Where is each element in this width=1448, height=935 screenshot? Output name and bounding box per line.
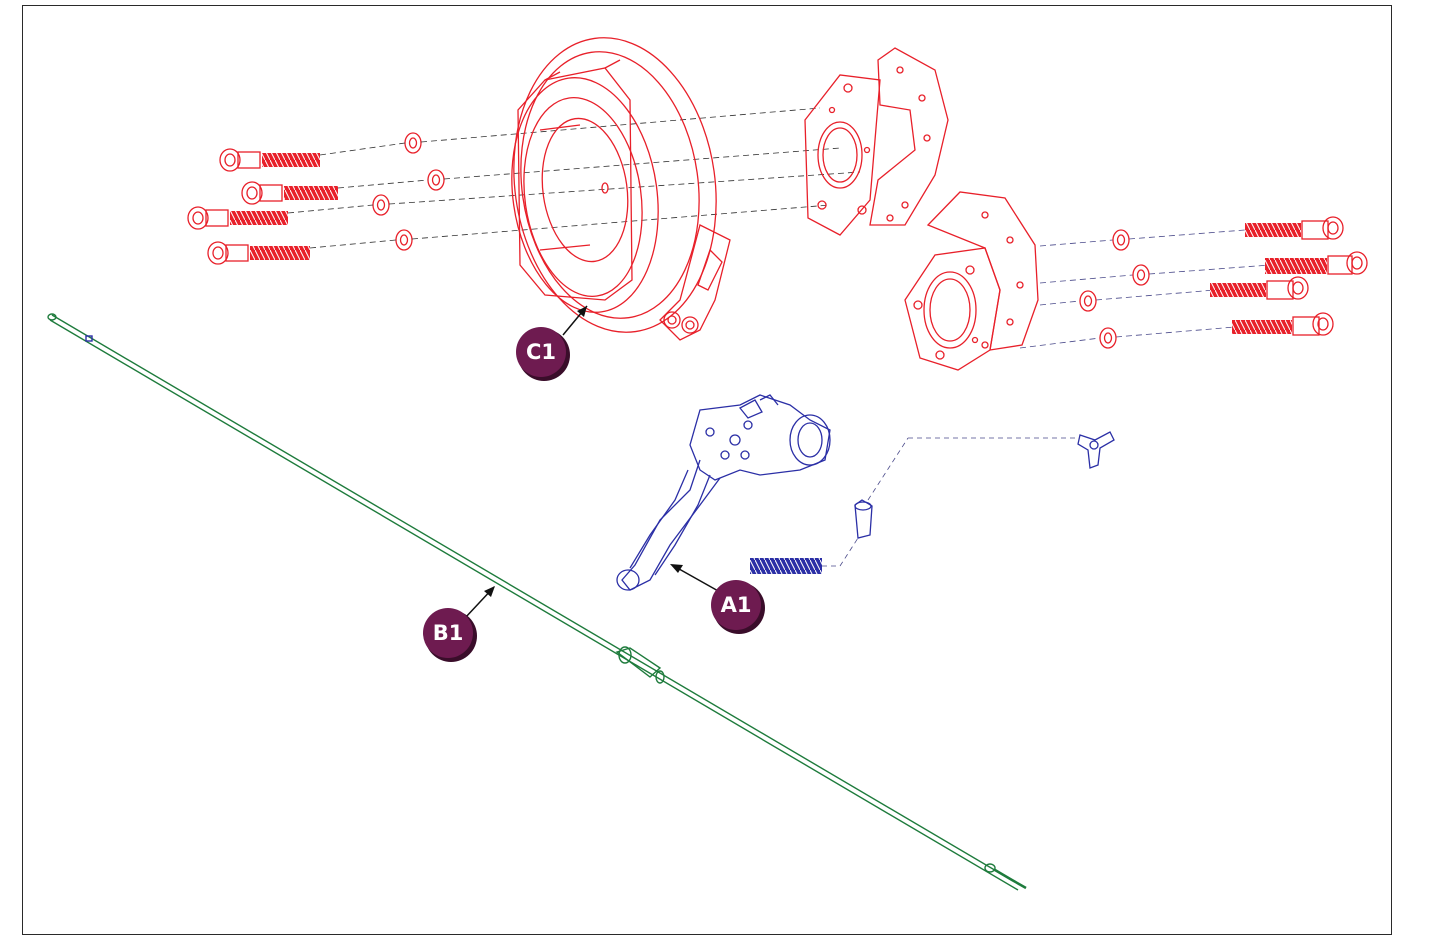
left-mounting-bracket — [804, 47, 949, 236]
right-bolt-1 — [1245, 216, 1344, 240]
leader-arrowhead — [484, 586, 495, 597]
cable-ferrule-left — [85, 335, 93, 342]
left-nut-4 — [395, 229, 413, 251]
callout-badge — [423, 608, 473, 658]
cable-end-left — [47, 313, 57, 321]
right-nut-1 — [1112, 229, 1130, 251]
right-bolt-2 — [1265, 251, 1368, 275]
brake-lever — [616, 394, 831, 591]
callout-badge — [711, 580, 761, 630]
right-assembly-lines — [1019, 229, 1271, 349]
assembly-b-brake-cable — [47, 313, 1027, 891]
left-bolt-1 — [219, 148, 320, 172]
left-bolt-2 — [241, 181, 338, 205]
left-nut-1 — [404, 132, 422, 154]
right-bolt-3 — [1210, 276, 1309, 300]
assembly-a-brake-lever — [616, 394, 1115, 591]
drawing-frame — [22, 5, 1392, 935]
callout-a1: A1 — [670, 564, 765, 634]
right-mounting-bracket — [904, 191, 1039, 371]
left-bolt-4 — [207, 241, 310, 265]
callout-badge — [516, 327, 566, 377]
lever-spring — [750, 558, 822, 574]
leader-arrowhead — [670, 564, 683, 573]
right-nut-3 — [1079, 290, 1097, 312]
right-nut-2 — [1132, 264, 1150, 286]
lever-assembly-lines — [822, 437, 1080, 567]
left-assembly-lines — [287, 107, 861, 249]
lever-pin — [854, 499, 873, 539]
leader-arrowhead — [577, 306, 587, 317]
wing-nut — [1077, 431, 1115, 469]
left-nut-3 — [372, 194, 390, 216]
right-nut-4 — [1099, 327, 1117, 349]
right-bolt-4 — [1232, 312, 1334, 336]
left-nut-2 — [427, 169, 445, 191]
callout-c1: C1 — [516, 305, 588, 381]
brake-drum — [511, 37, 731, 341]
callout-label: C1 — [526, 340, 556, 364]
callout-b1: B1 — [423, 586, 495, 662]
left-bolt-3 — [187, 206, 288, 230]
callout-label: B1 — [433, 621, 464, 645]
cable-adjuster — [615, 646, 665, 684]
callout-label: A1 — [721, 593, 752, 617]
cable-end-right — [984, 863, 1027, 890]
assembly-c-brake-drum — [187, 37, 1368, 371]
